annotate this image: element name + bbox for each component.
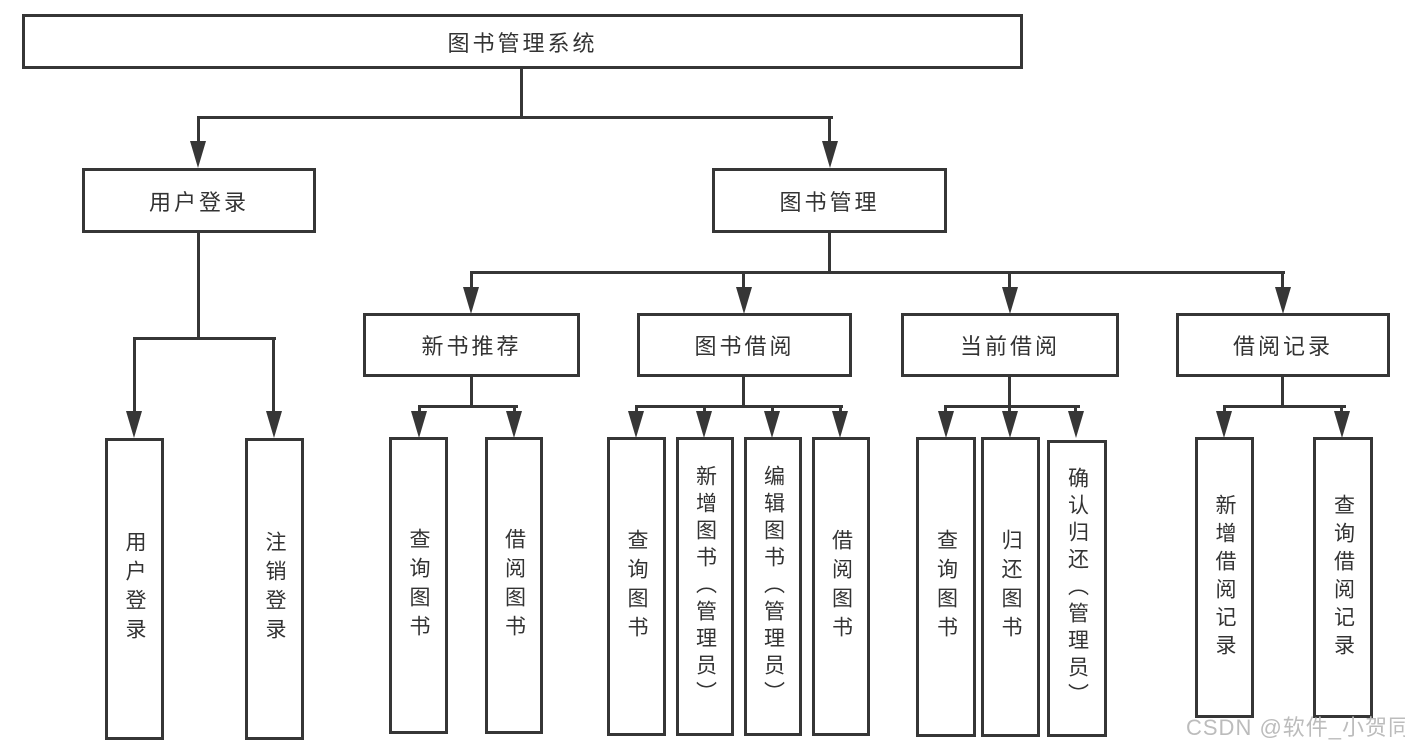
connector-drop-cb-query: [944, 405, 947, 413]
arrowhead-current-borrow-icon: [1002, 287, 1018, 314]
node-br-query-record: 查询借阅记录: [1313, 437, 1373, 718]
connector-drop-book-borrow: [742, 271, 745, 289]
connector-book-borrow-rail: [635, 405, 843, 408]
node-book-borrow: 图书借阅: [637, 313, 852, 377]
node-cb-confirm-return: 确认归还（管理员）: [1047, 440, 1107, 737]
arrowhead-bb-query-icon: [628, 411, 644, 438]
connector-drop-current-borrow: [1008, 271, 1011, 289]
connector-user-login-stem: [197, 232, 200, 339]
connector-level2-rail: [197, 116, 833, 119]
node-book-mgmt: 图书管理: [712, 168, 947, 233]
arrowhead-borrow-records-icon: [1275, 287, 1291, 314]
connector-drop-br-query: [1340, 405, 1343, 413]
connector-book-mgmt-stem: [828, 232, 831, 274]
arrowhead-bb-borrow-icon: [832, 411, 848, 438]
node-cb-return-books: 归还图书: [981, 437, 1040, 737]
node-leaf-user-login: 用户登录: [105, 438, 164, 740]
node-root: 图书管理系统: [22, 14, 1023, 69]
connector-drop-bb-query: [635, 405, 638, 413]
node-leaf-logout: 注销登录: [245, 438, 304, 740]
arrowhead-cb-query-icon: [938, 411, 954, 438]
connector-root-stem: [520, 68, 523, 118]
arrowhead-bb-add-icon: [696, 411, 712, 438]
node-borrow-records: 借阅记录: [1176, 313, 1390, 377]
connector-new-book-rec-stem: [470, 376, 473, 407]
connector-drop-user-login: [197, 116, 200, 144]
connector-drop-cb-confirm: [1074, 405, 1077, 413]
connector-drop-book-mgmt: [828, 116, 831, 144]
connector-drop-leaf-logout: [272, 337, 275, 413]
arrowhead-cb-return-icon: [1002, 411, 1018, 438]
arrowhead-cb-confirm-icon: [1068, 411, 1084, 438]
csdn-watermark: CSDN @软件_小贺同学: [1186, 715, 1405, 740]
node-br-add-record: 新增借阅记录: [1195, 437, 1254, 718]
connector-drop-cb-return: [1008, 405, 1011, 413]
arrowhead-book-mgmt-icon: [822, 141, 838, 168]
connector-drop-borrow-records: [1281, 271, 1284, 289]
connector-drop-bb-add: [703, 405, 706, 413]
connector-drop-bb-borrow: [839, 405, 842, 413]
arrowhead-user-login-icon: [190, 141, 206, 168]
arrowhead-leaf-logout-icon: [266, 411, 282, 438]
node-user-login: 用户登录: [82, 168, 316, 233]
connector-book-borrow-stem: [742, 376, 745, 407]
node-bb-edit-books: 编辑图书（管理员）: [744, 437, 802, 736]
node-rec-query-books: 查询图书: [389, 437, 448, 734]
arrowhead-leaf-user-login-icon: [126, 411, 142, 438]
connector-borrow-records-rail: [1223, 405, 1346, 408]
connector-new-book-rec-rail: [418, 405, 518, 408]
connector-drop-rec-query: [418, 405, 421, 413]
connector-current-borrow-stem: [1008, 376, 1011, 407]
arrowhead-rec-borrow-icon: [506, 411, 522, 438]
connector-level3-rail: [470, 271, 1285, 274]
node-cb-query-books: 查询图书: [916, 437, 976, 737]
connector-current-borrow-rail: [944, 405, 1080, 408]
connector-drop-br-add: [1223, 405, 1226, 413]
node-bb-add-books: 新增图书（管理员）: [676, 437, 734, 736]
arrowhead-book-borrow-icon: [736, 287, 752, 314]
node-bb-query-books: 查询图书: [607, 437, 666, 736]
connector-borrow-records-stem: [1281, 376, 1284, 407]
connector-drop-rec-borrow: [513, 405, 516, 413]
node-current-borrow: 当前借阅: [901, 313, 1119, 377]
arrowhead-br-query-icon: [1334, 411, 1350, 438]
arrowhead-br-add-icon: [1216, 411, 1232, 438]
arrowhead-new-book-rec-icon: [463, 287, 479, 314]
connector-drop-leaf-user-login: [133, 337, 136, 413]
arrowhead-rec-query-icon: [411, 411, 427, 438]
node-bb-borrow-books: 借阅图书: [812, 437, 870, 736]
connector-user-login-rail: [133, 337, 276, 340]
connector-drop-new-book-rec: [470, 271, 473, 289]
node-rec-borrow-books: 借阅图书: [485, 437, 543, 734]
arrowhead-bb-edit-icon: [764, 411, 780, 438]
connector-drop-bb-edit: [771, 405, 774, 413]
node-new-book-rec: 新书推荐: [363, 313, 580, 377]
